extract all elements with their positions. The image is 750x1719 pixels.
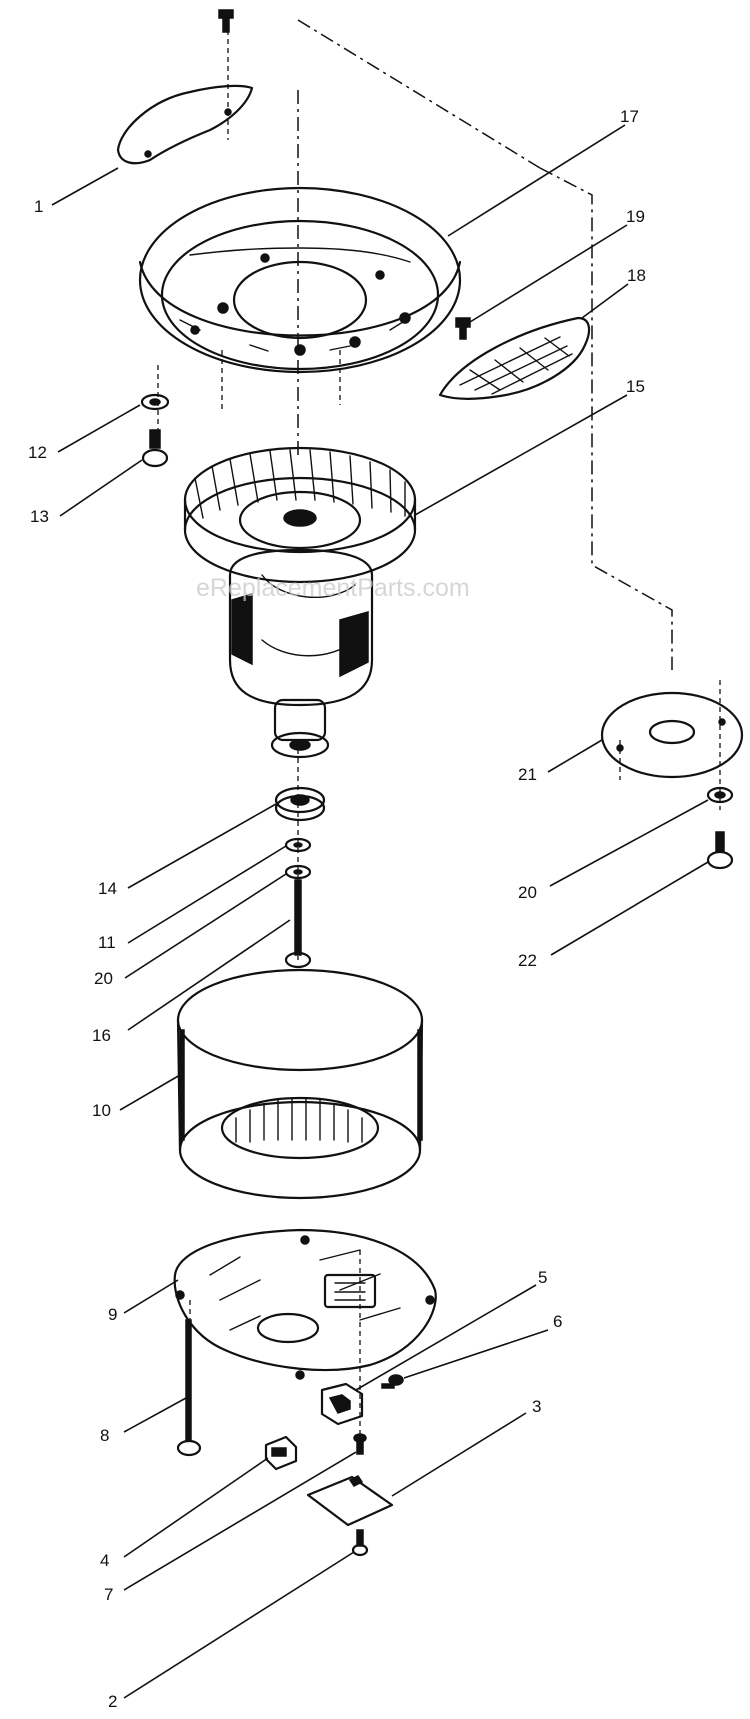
callout-7: 7 [104, 1585, 113, 1604]
callout-15: 15 [626, 377, 645, 396]
callout-4: 4 [100, 1551, 109, 1570]
callout-17: 17 [620, 107, 639, 126]
part-7-screw [353, 1433, 367, 1455]
callout-14: 14 [98, 879, 117, 898]
assembly-lines [157, 19, 721, 1450]
part-2-screw [351, 1529, 369, 1557]
part-21-round-plate [600, 691, 744, 779]
part-3-plate [306, 1475, 394, 1527]
part-1-cover-plate [116, 9, 254, 165]
part-17-housing [138, 186, 462, 374]
callout-11: 11 [98, 933, 116, 952]
part-6-screw [381, 1374, 404, 1389]
callout-12: 12 [28, 443, 47, 462]
part-18-grille [438, 316, 591, 400]
part-5-switch [320, 1382, 364, 1426]
part-15-fan-wheel [183, 446, 417, 584]
part-13-bolt [141, 429, 169, 468]
part-10-blower-cylinder [176, 968, 424, 1200]
callout-20-left: 20 [94, 969, 113, 988]
callout-9: 9 [108, 1305, 117, 1324]
callout-20-right: 20 [518, 883, 537, 902]
motor-armature [228, 548, 374, 759]
callout-8: 8 [100, 1426, 109, 1445]
watermark: eReplacementParts.com [196, 574, 470, 602]
callout-21: 21 [518, 765, 537, 784]
part-4-connector [264, 1435, 298, 1471]
part-16-bolt [284, 879, 312, 969]
callout-1: 1 [34, 197, 43, 216]
callout-10: 10 [92, 1101, 111, 1120]
part-14-bearing [274, 786, 326, 822]
part-11-washer [284, 837, 312, 853]
callout-labels: 1 17 19 18 15 12 13 14 11 20 16 10 9 8 5… [28, 107, 646, 1711]
part-12-washer [140, 393, 170, 411]
callout-3: 3 [532, 1397, 541, 1416]
part-22-bolt [706, 831, 734, 870]
callout-16: 16 [92, 1026, 111, 1045]
callout-18: 18 [627, 266, 646, 285]
part-19-screw [455, 317, 471, 340]
leader-lines [51, 124, 709, 1699]
callout-2: 2 [108, 1692, 117, 1711]
part-20-side-washer [706, 786, 734, 804]
part-9-end-bell [173, 1228, 437, 1380]
part-20-washer [284, 864, 312, 880]
part-8-bolt [176, 1319, 202, 1457]
callout-6: 6 [553, 1312, 562, 1331]
callout-22: 22 [518, 951, 537, 970]
callout-13: 13 [30, 507, 49, 526]
callout-5: 5 [538, 1268, 547, 1287]
callout-19: 19 [626, 207, 645, 226]
